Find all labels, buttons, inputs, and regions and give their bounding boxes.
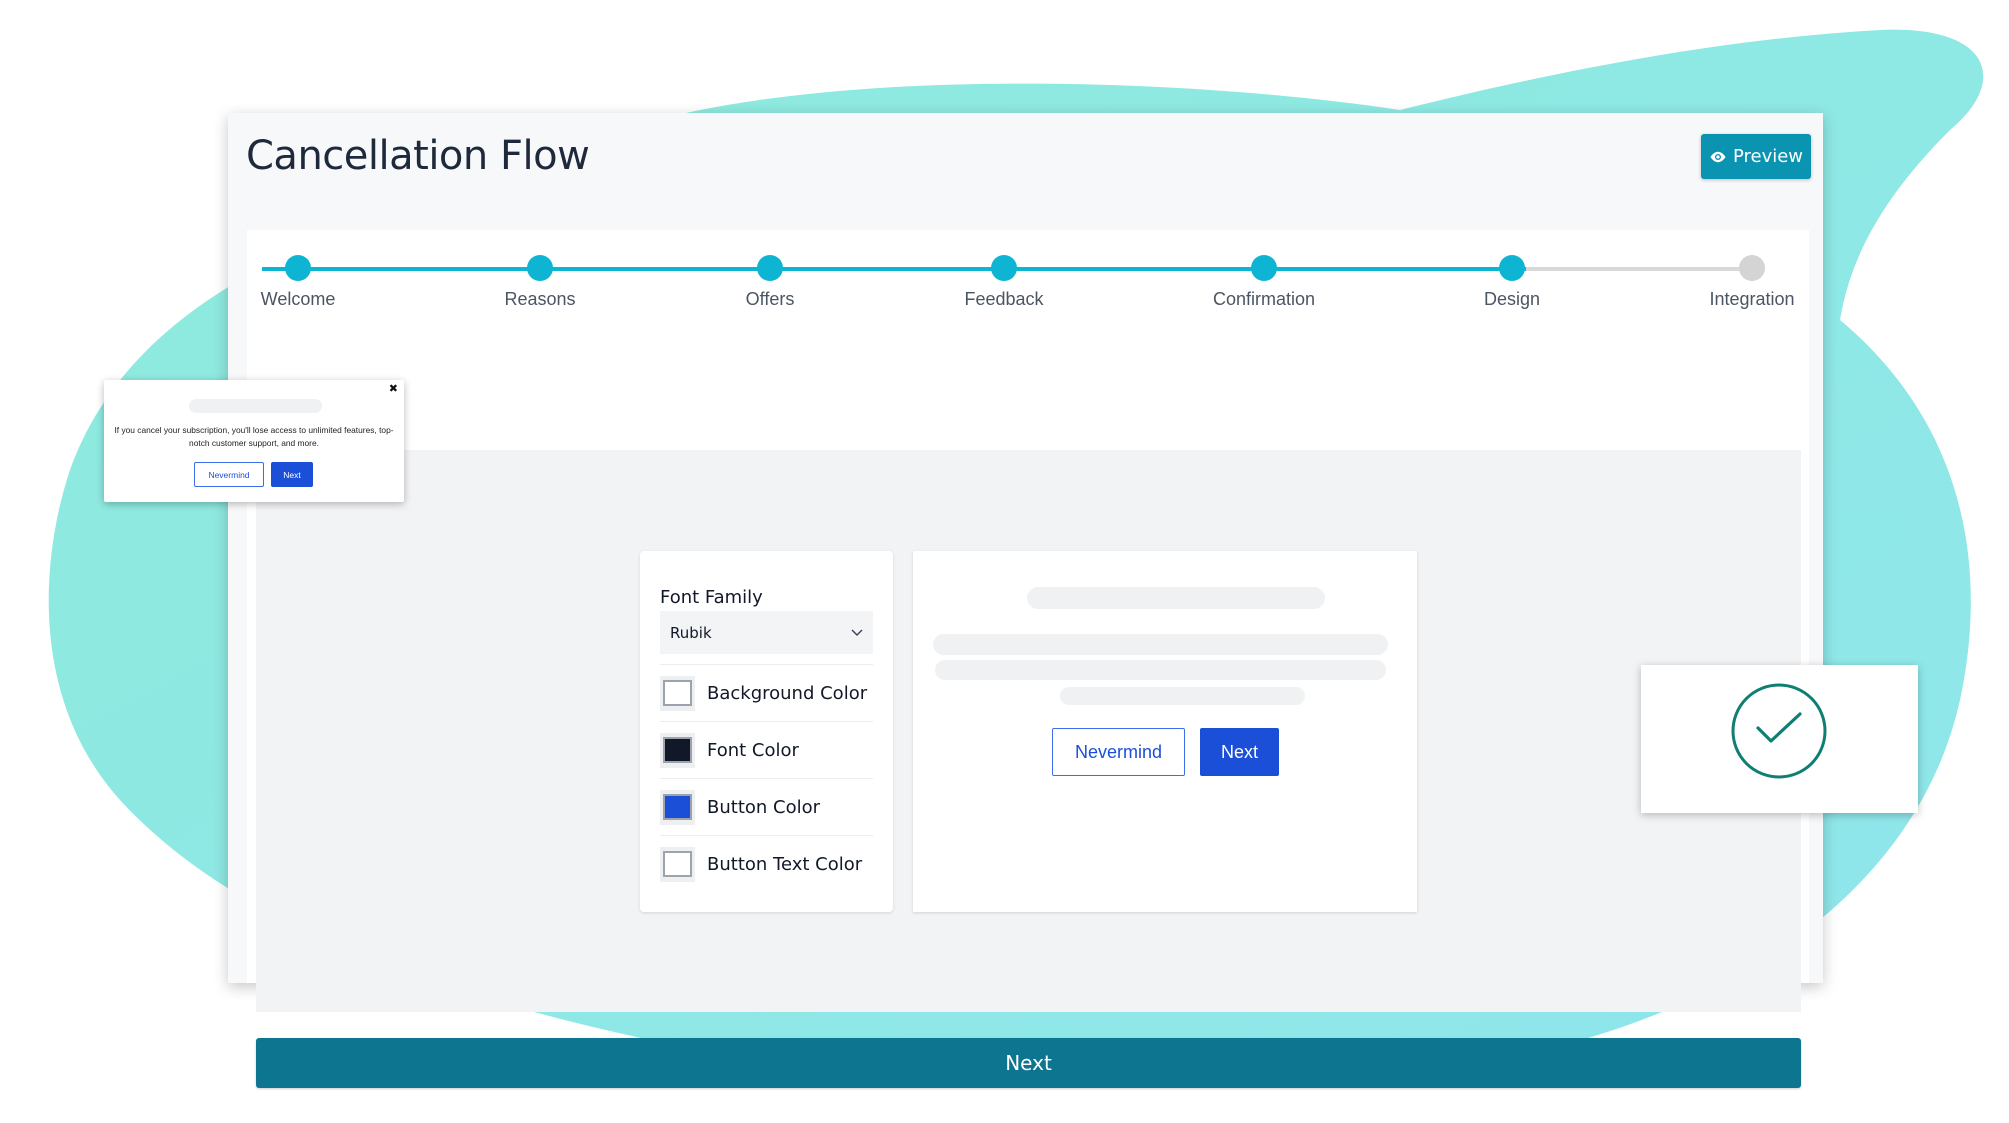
preview-next-button[interactable]: Next <box>1200 728 1279 776</box>
step-label: Feedback <box>964 289 1044 309</box>
step-label: Design <box>1483 289 1541 309</box>
color-swatch <box>663 794 692 820</box>
stepper-track-complete <box>262 267 1526 271</box>
font-family-value: Rubik <box>670 623 712 642</box>
step-dot-complete <box>527 255 553 281</box>
preview-button[interactable]: Preview <box>1701 134 1811 179</box>
color-label: Button Color <box>707 796 821 818</box>
skeleton-title <box>189 399 322 413</box>
color-swatch <box>663 851 692 877</box>
font-color-row: Font Color <box>660 721 873 778</box>
step-label: Welcome <box>260 289 336 309</box>
color-label: Background Color <box>707 682 868 704</box>
content-panel: Welcome Reasons Offers Feedback Confirma… <box>247 230 1809 1088</box>
step-dot-complete <box>757 255 783 281</box>
skeleton-line <box>1060 687 1305 705</box>
progress-stepper: Welcome Reasons Offers Feedback Confirma… <box>247 230 1809 330</box>
background-color-row: Background Color <box>660 664 873 721</box>
cancellation-flow-window: Cancellation Flow Preview Welcome Reason… <box>228 113 1823 1088</box>
step-label: Reasons <box>504 289 576 309</box>
design-canvas: Font Family Rubik Background Color <box>256 450 1801 1012</box>
chevron-down-icon <box>851 629 863 636</box>
skeleton-line <box>935 660 1386 680</box>
color-swatch <box>663 737 692 763</box>
font-color-picker[interactable] <box>660 732 695 768</box>
step-label: Integration <box>1709 289 1795 309</box>
popup-nevermind-button[interactable]: Nevermind <box>194 462 264 487</box>
design-settings-panel: Font Family Rubik Background Color <box>640 551 893 912</box>
button-color-row: Button Color <box>660 778 873 835</box>
step-label: Offers <box>745 289 795 309</box>
skeleton-line <box>933 634 1388 655</box>
font-family-label: Font Family <box>660 587 763 608</box>
button-text-color-picker[interactable] <box>660 846 695 882</box>
step-dot-incomplete <box>1739 255 1765 281</box>
step-label: Confirmation <box>1212 289 1316 309</box>
popup-message: If you cancel your subscription, you'll … <box>114 425 394 448</box>
color-swatch <box>663 680 692 706</box>
step-dot-complete <box>285 255 311 281</box>
next-button[interactable]: Next <box>256 1038 1801 1088</box>
check-circle-icon <box>1731 683 1827 779</box>
step-dot-current <box>1499 255 1525 281</box>
font-family-select[interactable]: Rubik <box>660 611 873 654</box>
step-dot-complete <box>1251 255 1277 281</box>
skeleton-title <box>1027 587 1325 609</box>
cancellation-popup-preview: ✖ If you cancel your subscription, you'l… <box>104 380 404 502</box>
close-icon[interactable]: ✖ <box>388 383 398 395</box>
color-label: Font Color <box>707 739 799 761</box>
design-preview-card: Nevermind Next <box>913 551 1417 912</box>
background-color-picker[interactable] <box>660 675 695 711</box>
button-text-color-row: Button Text Color <box>660 835 873 892</box>
eye-icon <box>1710 151 1726 162</box>
success-card <box>1641 665 1918 813</box>
step-dot-complete <box>991 255 1017 281</box>
color-label: Button Text Color <box>707 853 863 875</box>
preview-nevermind-button[interactable]: Nevermind <box>1052 728 1185 776</box>
stepper-track-incomplete <box>1526 267 1755 271</box>
preview-button-label: Preview <box>1732 146 1804 167</box>
page-title: Cancellation Flow <box>246 133 590 179</box>
popup-next-button[interactable]: Next <box>271 462 313 487</box>
button-color-picker[interactable] <box>660 789 695 825</box>
